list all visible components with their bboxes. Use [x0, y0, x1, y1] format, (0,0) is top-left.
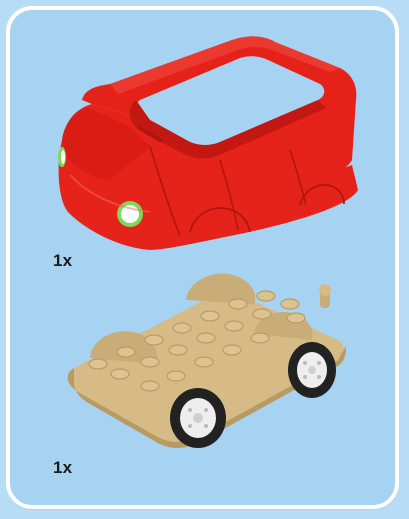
wheel-rear	[288, 342, 336, 398]
wheel-front	[170, 388, 226, 448]
quantity-label-chassis: 1x	[53, 458, 72, 478]
